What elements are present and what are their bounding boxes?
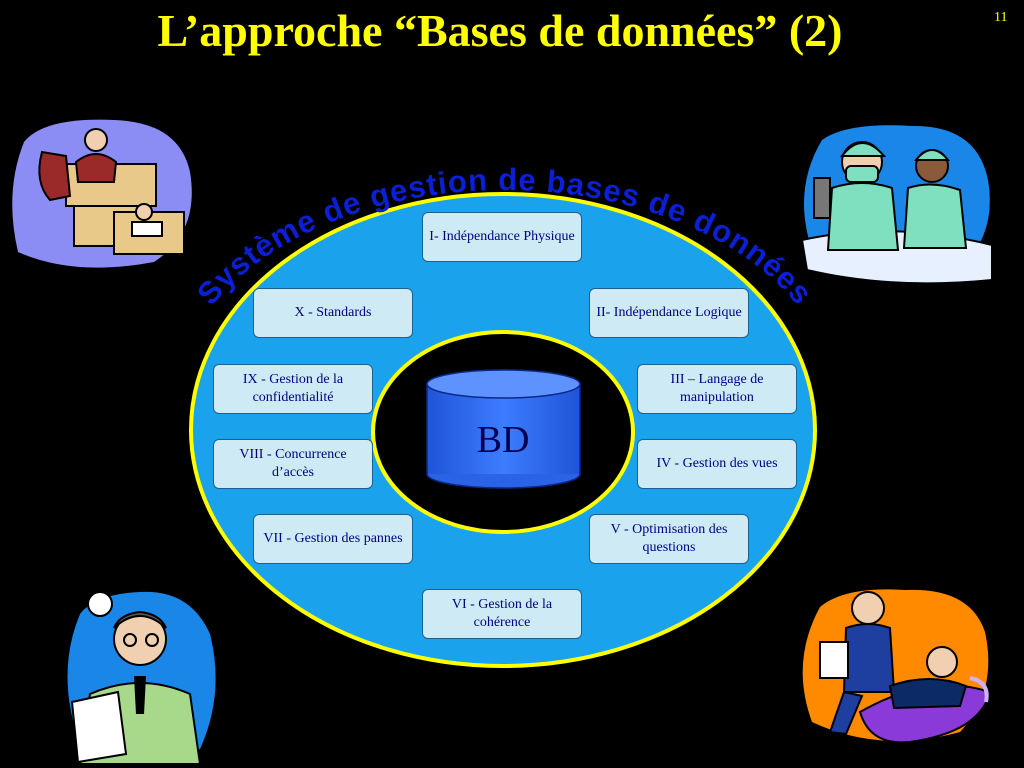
feature-box-langage-manipulation: III – Langage de manipulation <box>637 364 797 414</box>
page-number: 11 <box>994 10 1008 25</box>
feature-box-gestion-vues: IV - Gestion des vues <box>637 439 797 489</box>
slide-title: L’approche “Bases de données” (2) <box>157 5 843 56</box>
database-cylinder: BD <box>426 369 581 489</box>
feature-box-independance-logique: II- Indépendance Logique <box>589 288 749 338</box>
feature-box-gestion-pannes: VII - Gestion des pannes <box>253 514 413 564</box>
feature-box-standards: X - Standards <box>253 288 413 338</box>
surgeons-clipart <box>800 125 993 285</box>
doctor-clipart <box>67 591 216 764</box>
feature-box-concurrence-acces: VIII - Concurrence d’accès <box>213 439 373 489</box>
feature-box-gestion-confidentialite: IX - Gestion de la confidentialité <box>213 364 373 414</box>
feature-box-independance-physique: I- Indépendance Physique <box>422 212 582 262</box>
center-label: BD <box>477 419 530 461</box>
office-workers-clipart <box>12 119 192 268</box>
psychiatrist-patient-clipart <box>802 589 992 744</box>
feature-box-gestion-coherence: VI - Gestion de la cohérence <box>422 589 582 639</box>
feature-box-optimisation-questions: V - Optimisation des questions <box>589 514 749 564</box>
